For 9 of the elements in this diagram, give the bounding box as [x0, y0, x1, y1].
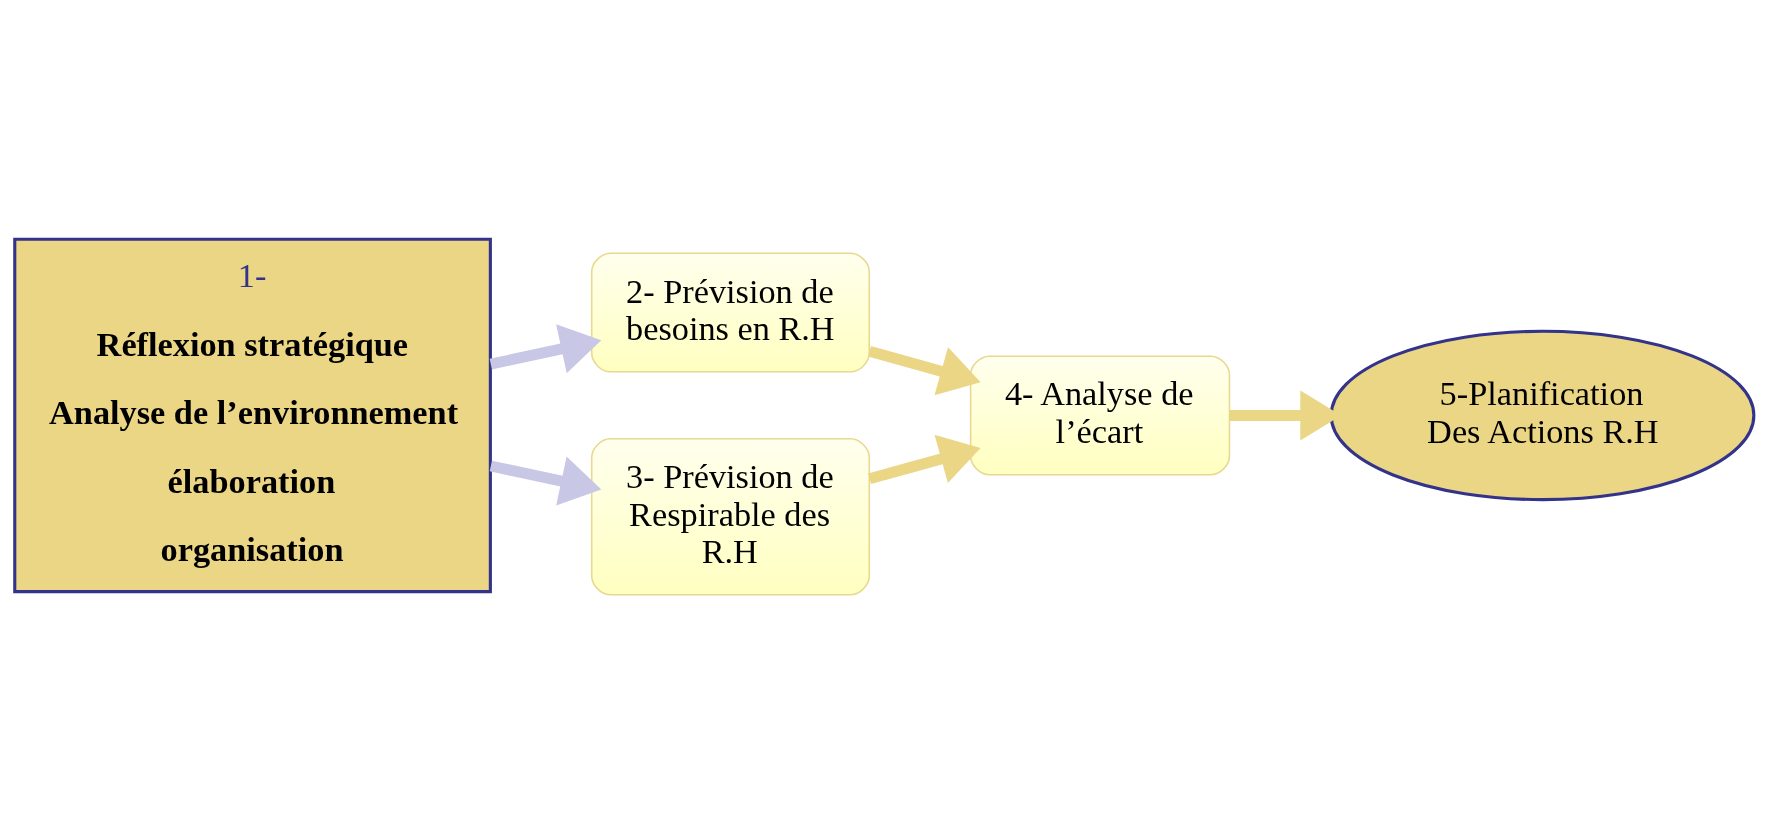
node-box: 1- Réflexion stratégique Analyse de l’environnement élaboration organisation	[13, 237, 492, 593]
arrow	[489, 323, 602, 373]
node-ellipse: 5-Planification Des Actions R.H	[1329, 329, 1756, 501]
node-box: 3- Prévision de Respirable des R.H	[590, 437, 871, 596]
node-box: 4- Analyse de l’écart	[969, 354, 1231, 475]
arrow	[868, 434, 981, 484]
arrow	[489, 456, 602, 505]
node-box: 2- Prévision de besoins en R.H	[590, 252, 871, 373]
arrow	[868, 345, 981, 395]
